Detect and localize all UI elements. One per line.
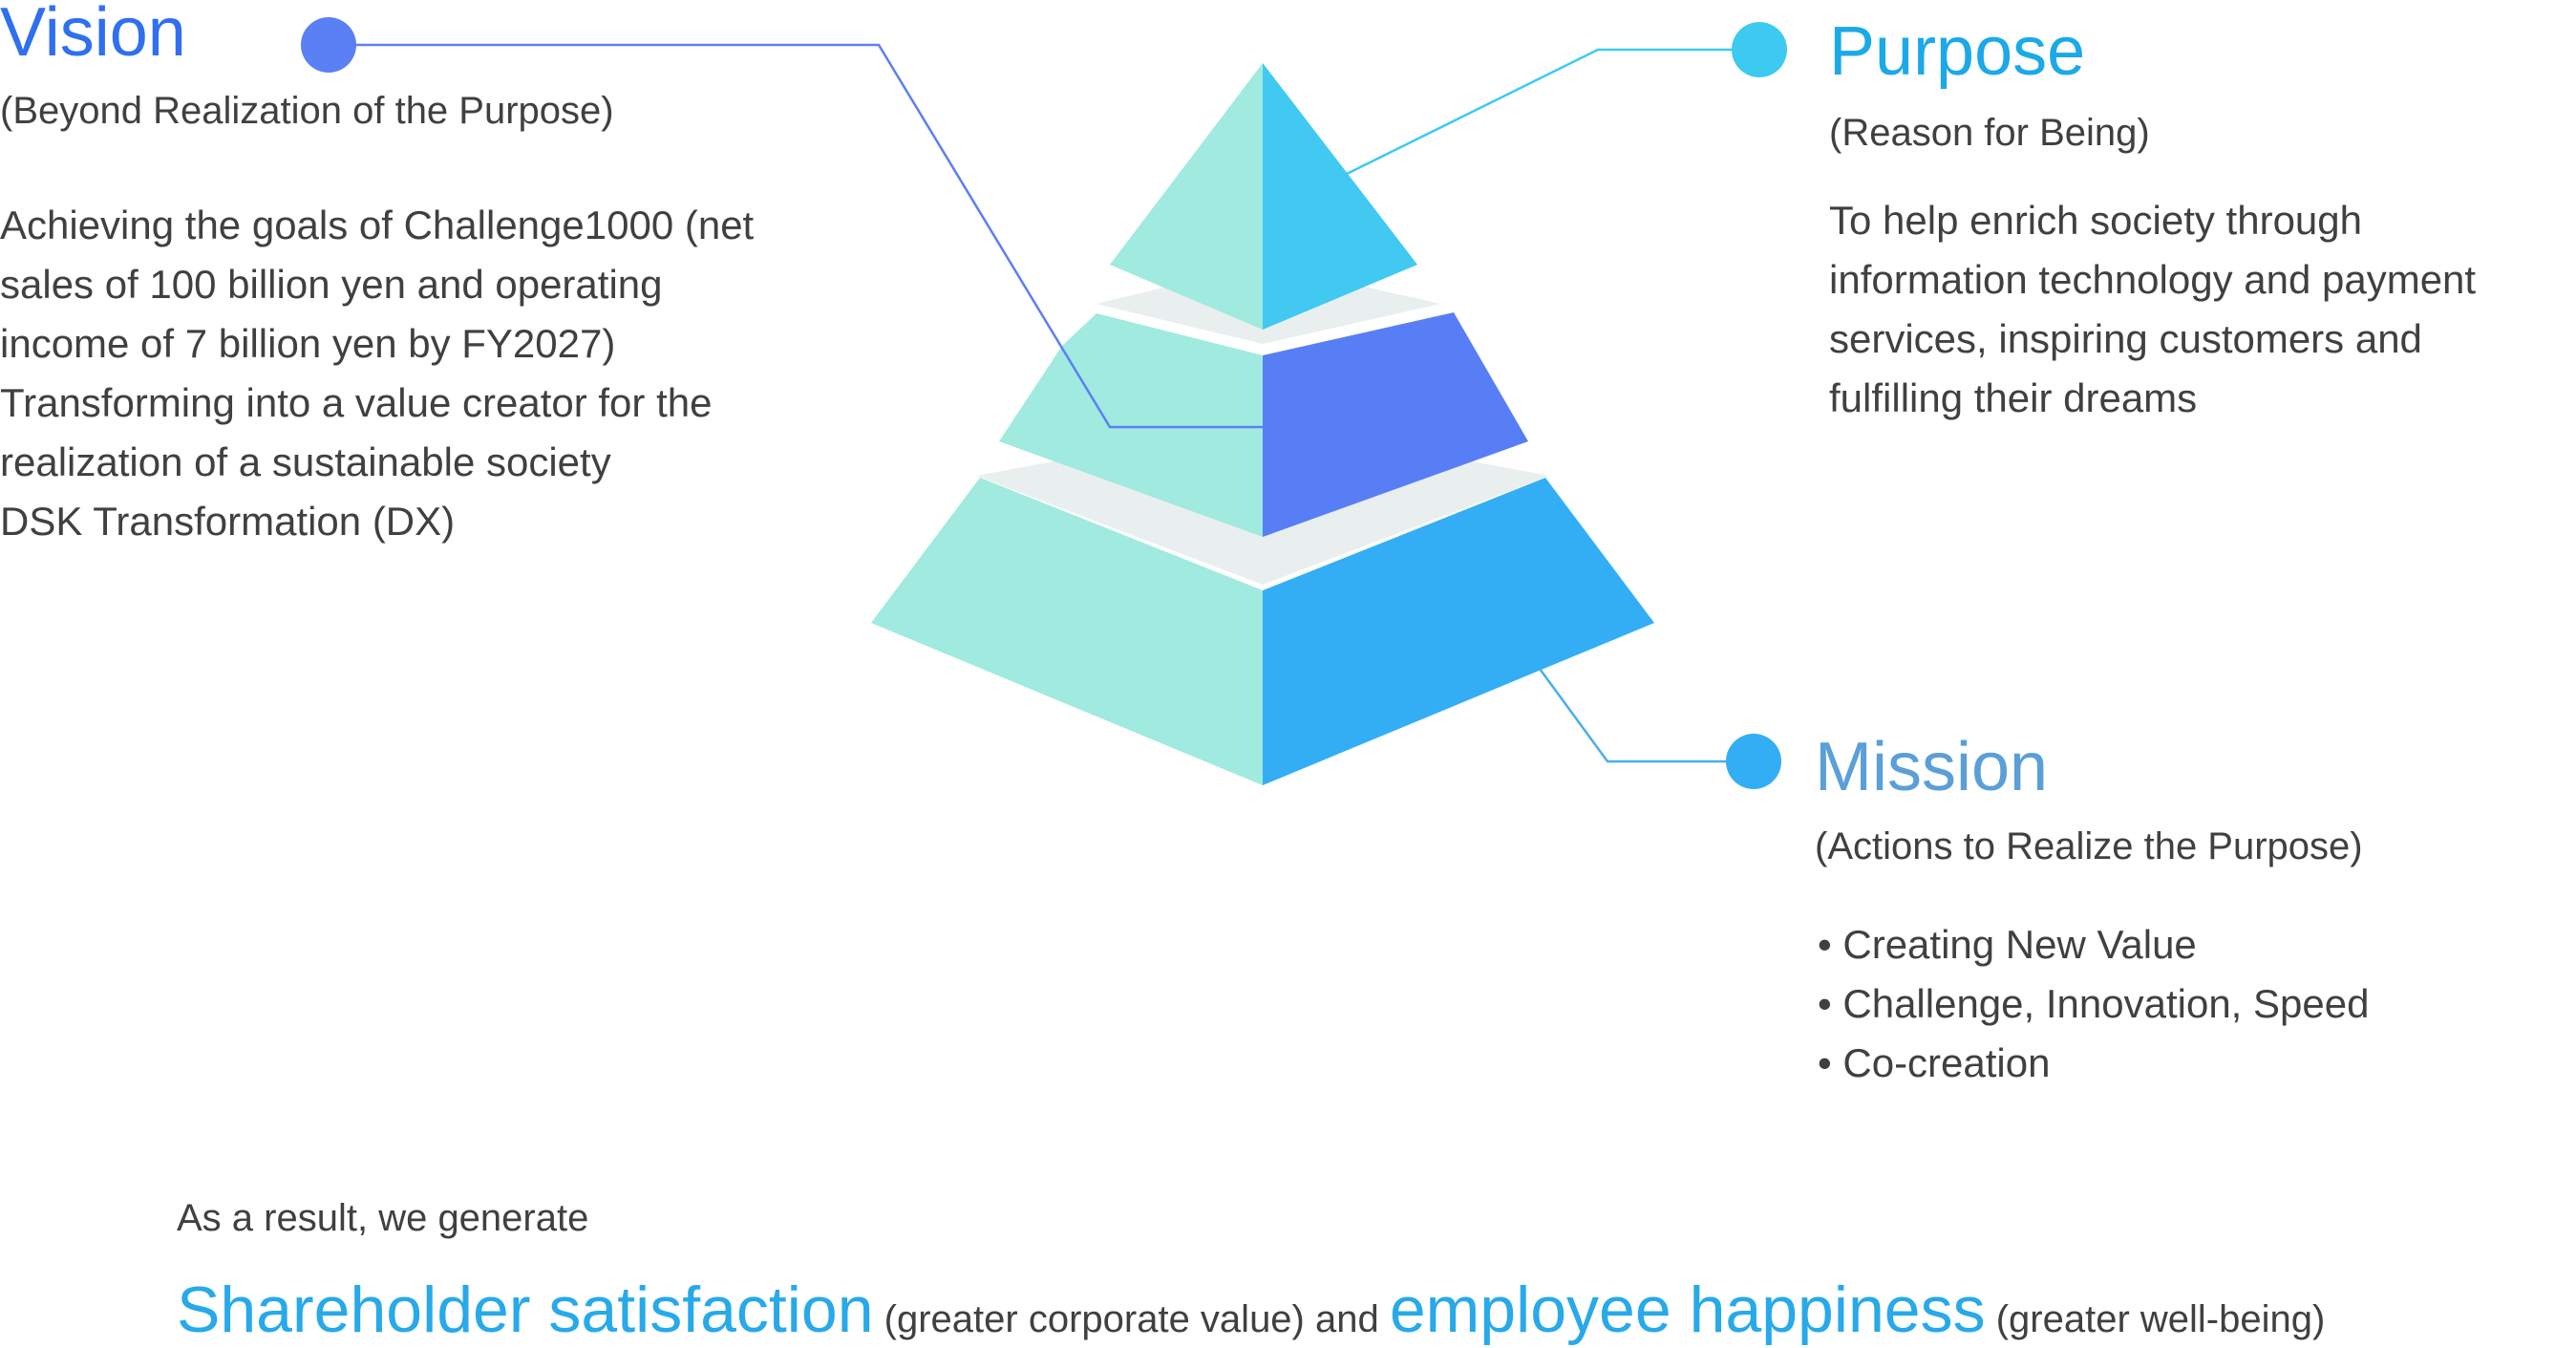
vision-line: Achieving the goals of Challenge1000 (ne… xyxy=(0,203,755,247)
pyramid-middle-left xyxy=(999,313,1263,537)
vision-title: Vision xyxy=(0,0,186,71)
purpose-line: information technology and payment xyxy=(1829,257,2477,302)
pyramid-top-right xyxy=(1263,63,1417,330)
vision-connector-line xyxy=(334,43,1263,429)
result-highlight-employee: employee happiness xyxy=(1389,1273,1986,1346)
vision-line: realization of a sustainable society xyxy=(0,439,611,484)
pyramid-bottom-right xyxy=(1263,478,1654,785)
purpose-line: fulfilling their dreams xyxy=(1829,375,2198,420)
pyramid-middle-right xyxy=(1263,312,1528,537)
result-statement: Shareholder satisfaction (greater corpor… xyxy=(177,1273,2325,1347)
vision-dot xyxy=(301,17,356,73)
result-intro: As a result, we generate xyxy=(177,1197,589,1239)
pyramid-top-left xyxy=(1110,63,1263,330)
vision-subtitle: (Beyond Realization of the Purpose) xyxy=(0,90,614,132)
result-note-well-being: (greater well-being) xyxy=(1985,1298,2326,1340)
purpose-line: services, inspiring customers and xyxy=(1829,316,2422,361)
mission-connector-line xyxy=(1538,668,1727,763)
purpose-line: To help enrich society through xyxy=(1829,198,2362,243)
mission-bullet: • Co-creation xyxy=(1818,1040,2051,1085)
mission-dot xyxy=(1726,734,1781,789)
purpose-description: To help enrich society through informati… xyxy=(1829,191,2476,428)
mission-bullet-list: • Creating New Value • Challenge, Innova… xyxy=(1818,915,2369,1093)
pyramid-bottom-left xyxy=(871,478,1263,785)
vision-line: sales of 100 billion yen and operating xyxy=(0,262,663,307)
result-highlight-shareholder: Shareholder satisfaction xyxy=(177,1273,874,1346)
vision-line: Transforming into a value creator for th… xyxy=(0,380,713,425)
purpose-title: Purpose xyxy=(1829,13,2086,90)
mission-title: Mission xyxy=(1815,729,2049,805)
purpose-subtitle: (Reason for Being) xyxy=(1829,112,2150,154)
purpose-connector-line xyxy=(1346,48,1736,176)
vision-description: Achieving the goals of Challenge1000 (ne… xyxy=(0,196,754,551)
mission-bullet: • Creating New Value xyxy=(1818,922,2197,967)
vision-line: DSK Transformation (DX) xyxy=(0,499,456,544)
result-note-corporate-value: (greater corporate value) and xyxy=(873,1298,1390,1340)
purpose-dot xyxy=(1732,22,1787,77)
vision-line: income of 7 billion yen by FY2027) xyxy=(0,321,616,366)
mission-bullet: • Challenge, Innovation, Speed xyxy=(1818,981,2370,1026)
mission-subtitle: (Actions to Realize the Purpose) xyxy=(1815,825,2363,867)
